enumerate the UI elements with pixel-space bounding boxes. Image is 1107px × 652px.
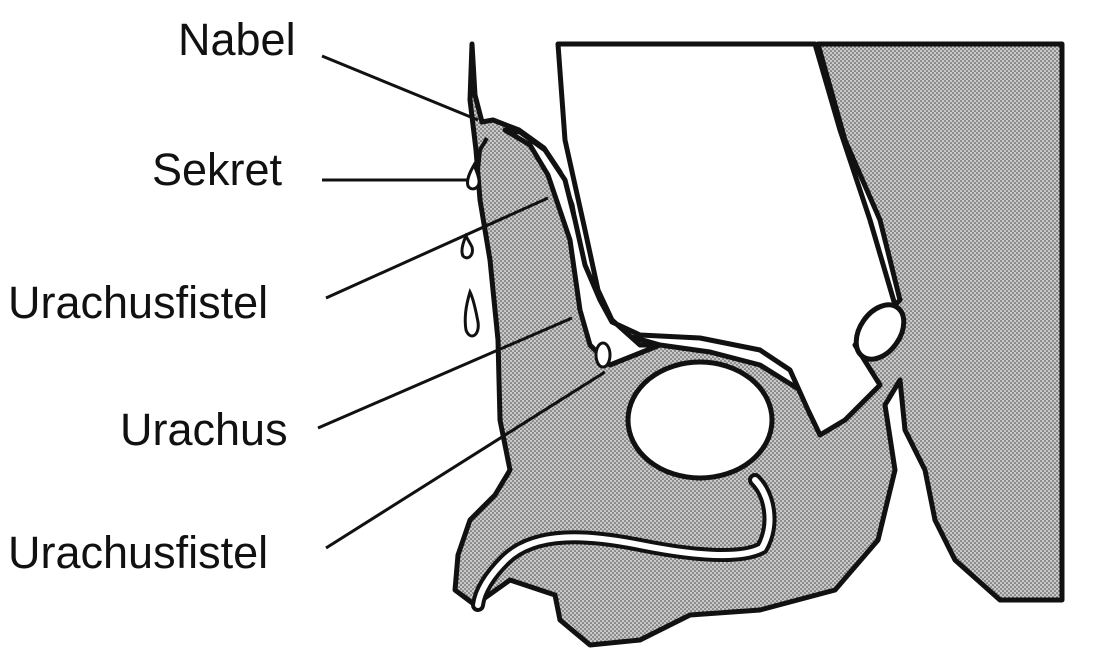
urachus-lumen — [596, 343, 610, 367]
secretion-drop-3 — [465, 292, 478, 336]
label-nabel: Nabel — [178, 14, 296, 65]
label-urachus: Urachus — [120, 404, 288, 455]
label-urachusfistel-lower: Urachusfistel — [8, 527, 268, 578]
leader-nabel — [322, 56, 478, 120]
bladder — [628, 362, 772, 478]
secretion-drop-2 — [462, 236, 472, 258]
label-sekret: Sekret — [152, 144, 283, 195]
label-urachusfistel-upper: Urachusfistel — [8, 277, 268, 328]
